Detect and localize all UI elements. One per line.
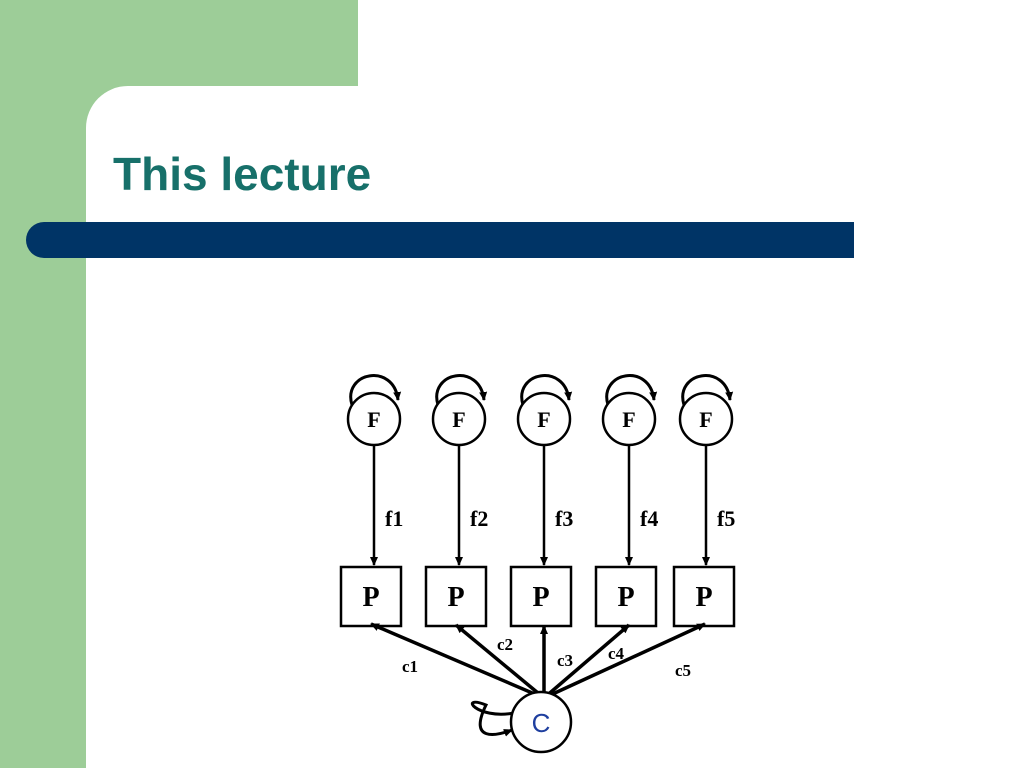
phenotype-label-3: P [532, 582, 549, 613]
variance-loop-f1 [349, 374, 402, 406]
specific-factor-label-5: F [699, 407, 712, 432]
common-loading-label-c3: c3 [557, 651, 573, 670]
phenotype-label-4: P [617, 582, 634, 613]
specific-factor-label-3: F [537, 407, 550, 432]
common-loading-label-c5: c5 [675, 661, 691, 680]
phenotype-label-5: P [695, 582, 712, 613]
title-underline-bar [26, 222, 854, 258]
loading-label-f5: f5 [717, 506, 735, 531]
loading-label-f1: f1 [385, 506, 403, 531]
phenotype-node-5 [672, 565, 736, 628]
phenotype-node-3 [509, 565, 573, 628]
common-loading-arrow-c2 [454, 623, 546, 700]
specific-factor-group-3: F f3 P [509, 374, 573, 628]
specific-factor-label-4: F [622, 407, 635, 432]
specific-factor-label-2: F [452, 407, 465, 432]
variance-loop-f3 [520, 374, 573, 406]
loading-label-f3: f3 [555, 506, 573, 531]
common-loading-arrow-c5 [543, 622, 706, 700]
specific-factor-label-1: F [367, 407, 380, 432]
common-loading-arrows [370, 622, 706, 700]
common-factor-node [509, 690, 573, 754]
variance-loop-f2 [435, 374, 488, 406]
phenotype-label-1: P [362, 582, 379, 613]
specific-factor-group-5: F f5 P [672, 374, 736, 628]
variance-loop-f5 [681, 374, 734, 406]
loading-label-f2: f2 [470, 506, 488, 531]
common-loading-label-c1: c1 [402, 657, 418, 676]
top-white-area [358, 0, 1024, 90]
common-loading-label-c4: c4 [608, 644, 625, 663]
loading-label-f4: f4 [640, 506, 658, 531]
specific-factor-group-1: F f1 P [339, 374, 403, 628]
common-loading-arrow-c4 [542, 623, 631, 700]
common-loading-arrow-c1 [370, 622, 545, 700]
specific-factor-group-2: F f2 P [424, 374, 488, 628]
phenotype-label-2: P [447, 582, 464, 613]
common-factor-group: C [470, 690, 573, 754]
slide-title: This lecture [113, 148, 372, 200]
common-factor-label: C [532, 708, 551, 738]
variance-loop-c [470, 700, 515, 737]
common-loading-label-c2: c2 [497, 635, 513, 654]
specific-factor-group-4: F f4 P [594, 374, 658, 628]
variance-loop-f4 [605, 374, 658, 406]
